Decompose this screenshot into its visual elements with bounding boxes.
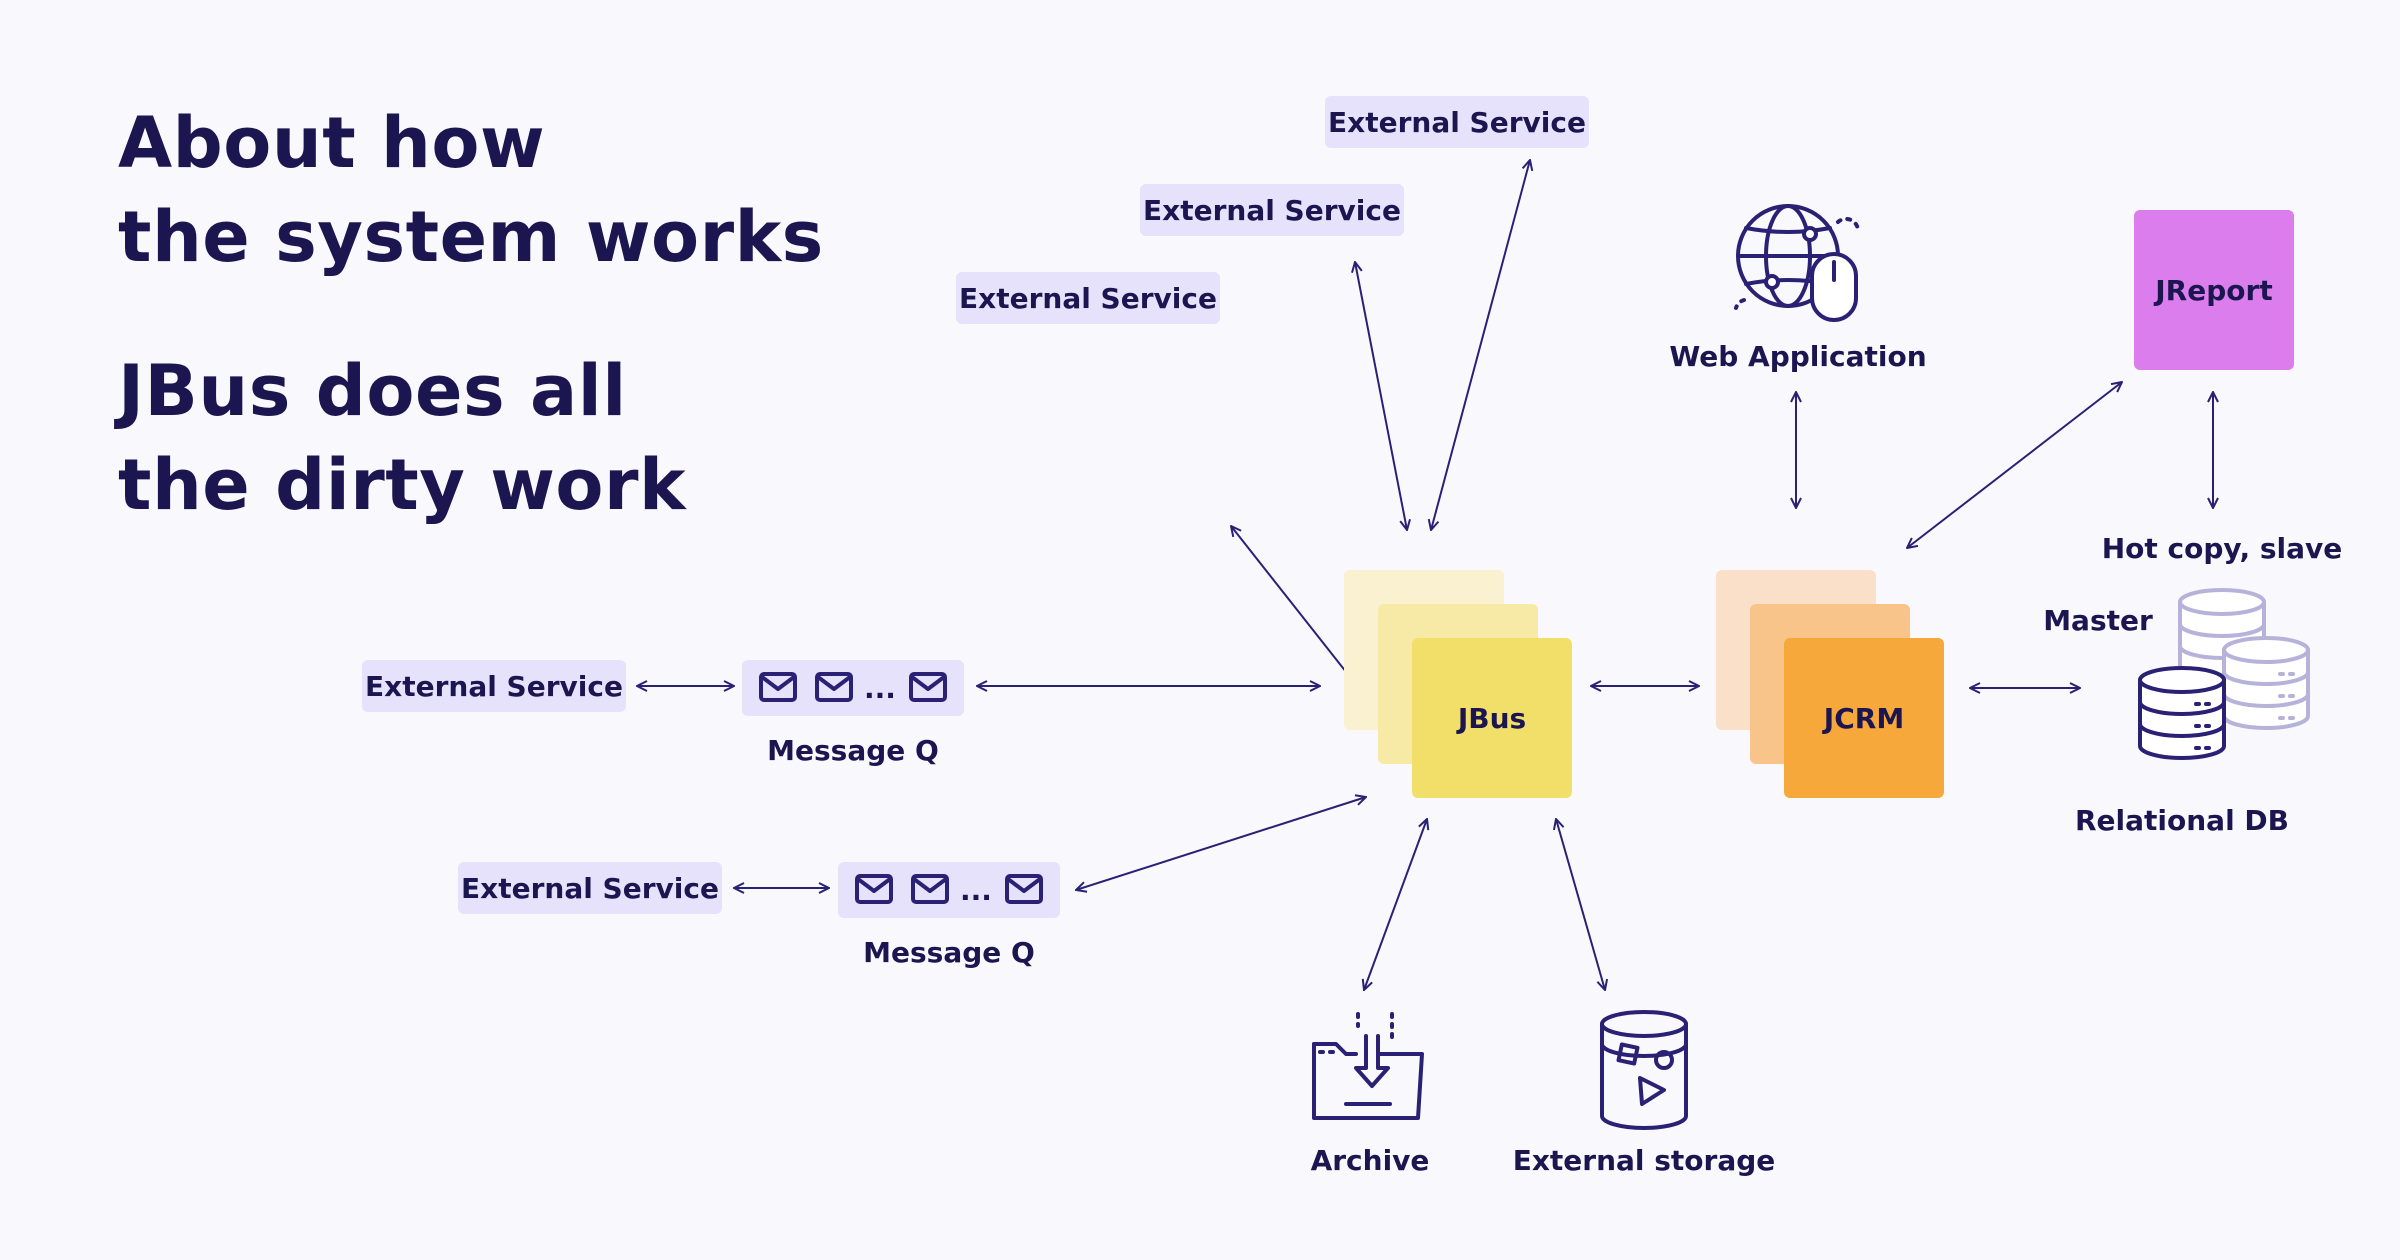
jcrm-layer-front — [1784, 638, 1944, 798]
message-queue-1[interactable]: ... — [742, 660, 964, 716]
external-storage-label: External storage — [1513, 1144, 1776, 1177]
globe-mouse-icon — [1734, 204, 1860, 322]
external-service-label: External Service — [461, 872, 719, 905]
arrow-top2-jbus — [1355, 262, 1407, 530]
hot-copy-label: Hot copy, slave — [2102, 532, 2343, 565]
database-stack-icon — [2138, 588, 2310, 760]
external-service-left-2[interactable]: External Service — [458, 862, 722, 914]
title-line-3: JBus does all — [118, 350, 627, 432]
db-slave-2 — [2222, 636, 2310, 730]
queue-ellipsis: ... — [864, 672, 896, 705]
jreport-node[interactable]: JReport — [2134, 210, 2294, 370]
jcrm-label: JCRM — [1822, 702, 1904, 735]
external-service-top-1[interactable]: External Service — [956, 272, 1220, 324]
external-service-label: External Service — [1328, 106, 1586, 139]
title-about: About how the system works — [118, 96, 824, 284]
arrow-jreport-jcrm — [1907, 382, 2122, 548]
title-jbus: JBus does all the dirty work — [118, 344, 686, 532]
web-application-label: Web Application — [1669, 340, 1926, 373]
external-service-left-1[interactable]: External Service — [362, 660, 626, 712]
jreport-label: JReport — [2153, 274, 2272, 307]
relational-db-label: Relational DB — [2075, 804, 2289, 837]
title-line-4: the dirty work — [118, 444, 687, 526]
arrow-jbus-storage — [1556, 819, 1605, 990]
message-queue-label: Message Q — [863, 936, 1035, 969]
message-queue-label: Message Q — [767, 734, 939, 767]
arrow-top3-jbus — [1431, 160, 1530, 530]
jbus-layer-front — [1412, 638, 1572, 798]
arrow-jbus-archive — [1364, 819, 1427, 990]
title-line-1: About how — [118, 102, 546, 184]
jbus-node[interactable]: JBus — [1344, 570, 1572, 798]
db-master — [2138, 666, 2226, 760]
archive-label: Archive — [1311, 1144, 1430, 1177]
message-queue-2[interactable]: ... — [838, 862, 1060, 918]
title-line-2: the system works — [118, 196, 824, 278]
jreport-box — [2134, 210, 2294, 370]
external-service-label: External Service — [1143, 194, 1401, 227]
arrow-queue2-jbus — [1076, 797, 1366, 890]
external-service-top-2[interactable]: External Service — [1140, 184, 1404, 236]
jcrm-node[interactable]: JCRM — [1716, 570, 1944, 798]
queue-ellipsis: ... — [960, 874, 992, 907]
external-service-label: External Service — [959, 282, 1217, 315]
storage-cylinder-icon — [1600, 1010, 1688, 1130]
external-service-label: External Service — [365, 670, 623, 703]
master-label: Master — [2043, 604, 2153, 637]
archive-tray-icon — [1312, 1012, 1424, 1120]
jbus-label: JBus — [1456, 702, 1526, 735]
external-service-top-3[interactable]: External Service — [1325, 96, 1589, 148]
